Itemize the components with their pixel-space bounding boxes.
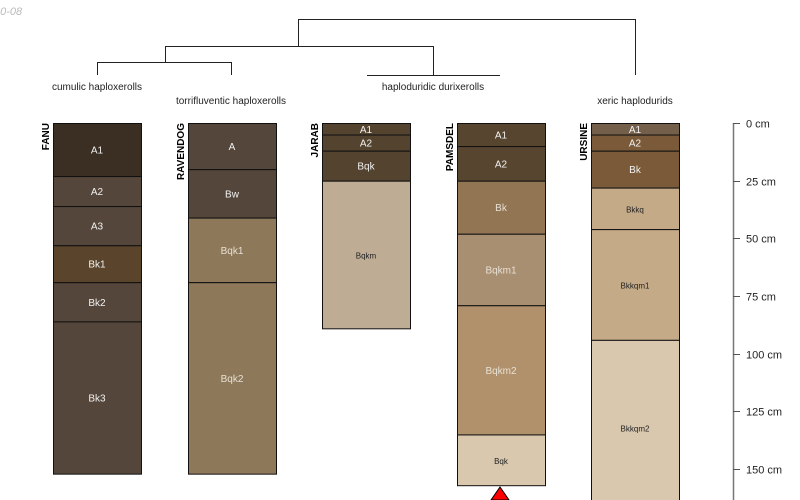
depth-tick-label: 50 cm [746, 234, 776, 246]
horizon-bk [591, 150, 680, 189]
horizon-bqkm2 [457, 305, 546, 436]
horizon-bqk2 [188, 282, 277, 475]
horizon-a1 [53, 123, 142, 178]
profile-id-label: URSINE [579, 123, 590, 161]
horizon-label: Bqkm1 [485, 265, 517, 276]
horizon-bk1 [53, 245, 142, 284]
horizon-label: A2 [91, 187, 104, 198]
horizon-a3 [53, 206, 142, 247]
profile-id-label: FANU [41, 123, 52, 150]
horizon-label: Bqk [357, 162, 375, 173]
taxon-label-xeric: xeric haplodurids [597, 96, 673, 107]
depth-axis: 0 cm 25 cm 50 cm 75 cm 100 cm 125 cm 150 cm [732, 119, 782, 500]
horizon-label: Bk [495, 203, 508, 214]
depth-tick-label: 125 cm [746, 407, 782, 419]
profile-id-label: PAMSDEL [445, 123, 456, 171]
horizon-label: Bqkm2 [485, 366, 517, 377]
horizon-label: Bkkq [626, 205, 644, 214]
horizon-label: Bk3 [88, 394, 106, 405]
horizon-label: A1 [629, 125, 642, 136]
horizon-a2 [457, 146, 546, 182]
taxon-label-haploduridic: haploduridic durixerolls [382, 82, 484, 93]
profile-id-label: JARAB [310, 123, 321, 157]
horizon-label: Bk1 [88, 260, 106, 271]
horizon-label: Bqk2 [221, 374, 244, 385]
horizon-label: A2 [495, 159, 508, 170]
horizon-bk [457, 180, 546, 235]
horizon-bqk [322, 150, 411, 182]
horizon-bqk1 [188, 217, 277, 284]
depth-tick-label: 25 cm [746, 177, 776, 189]
depth-tick-label: 100 cm [746, 350, 782, 362]
horizon-a [188, 123, 277, 171]
horizon-bk2 [53, 282, 142, 323]
taxon-label-torrifluventic: torrifluventic haploxerolls [176, 96, 286, 107]
horizon-label: A3 [91, 222, 104, 233]
depth-tick-label: 150 cm [746, 465, 782, 477]
horizon-label: Bqk1 [221, 246, 244, 257]
depth-tick-label: 0 cm [746, 119, 770, 131]
horizon-label: Bw [225, 189, 240, 200]
horizon-bqkm [322, 180, 411, 330]
horizon-bkkq [591, 187, 680, 231]
horizon-bkkqm1 [591, 229, 680, 341]
horizon-label: A2 [360, 139, 373, 150]
horizon-bw [188, 169, 277, 219]
truncation-marker-icon [490, 486, 510, 500]
horizon-label: Bk2 [88, 298, 106, 309]
dendro-branch-left [165, 46, 434, 75]
horizon-label: A1 [495, 131, 508, 142]
horizon-label: Bkkqm2 [621, 425, 650, 434]
taxon-label-cumulic: cumulic haploxerolls [52, 82, 142, 93]
dendrogram [97, 19, 636, 76]
horizon-bqk [457, 434, 546, 487]
corner-date-text: 10-08 [0, 6, 23, 18]
horizon-bk3 [53, 321, 142, 475]
dendro-branch-mollisols [97, 62, 232, 75]
horizon-bkkqm2 [591, 339, 680, 500]
horizon-label: Bkkqm1 [621, 281, 650, 290]
horizon-label: A [229, 142, 236, 153]
horizon-label: A1 [360, 125, 373, 136]
horizon-label: Bqkm [356, 251, 377, 260]
horizon-label: Bqk [494, 457, 509, 466]
profile-id-label: RAVENDOG [176, 123, 187, 180]
dendro-root [298, 19, 636, 75]
horizon-label: A1 [91, 146, 104, 157]
horizon-bqkm1 [457, 233, 546, 307]
horizon-label: A2 [629, 139, 642, 150]
depth-tick-label: 75 cm [746, 292, 776, 304]
horizon-label: Bk [629, 165, 642, 176]
